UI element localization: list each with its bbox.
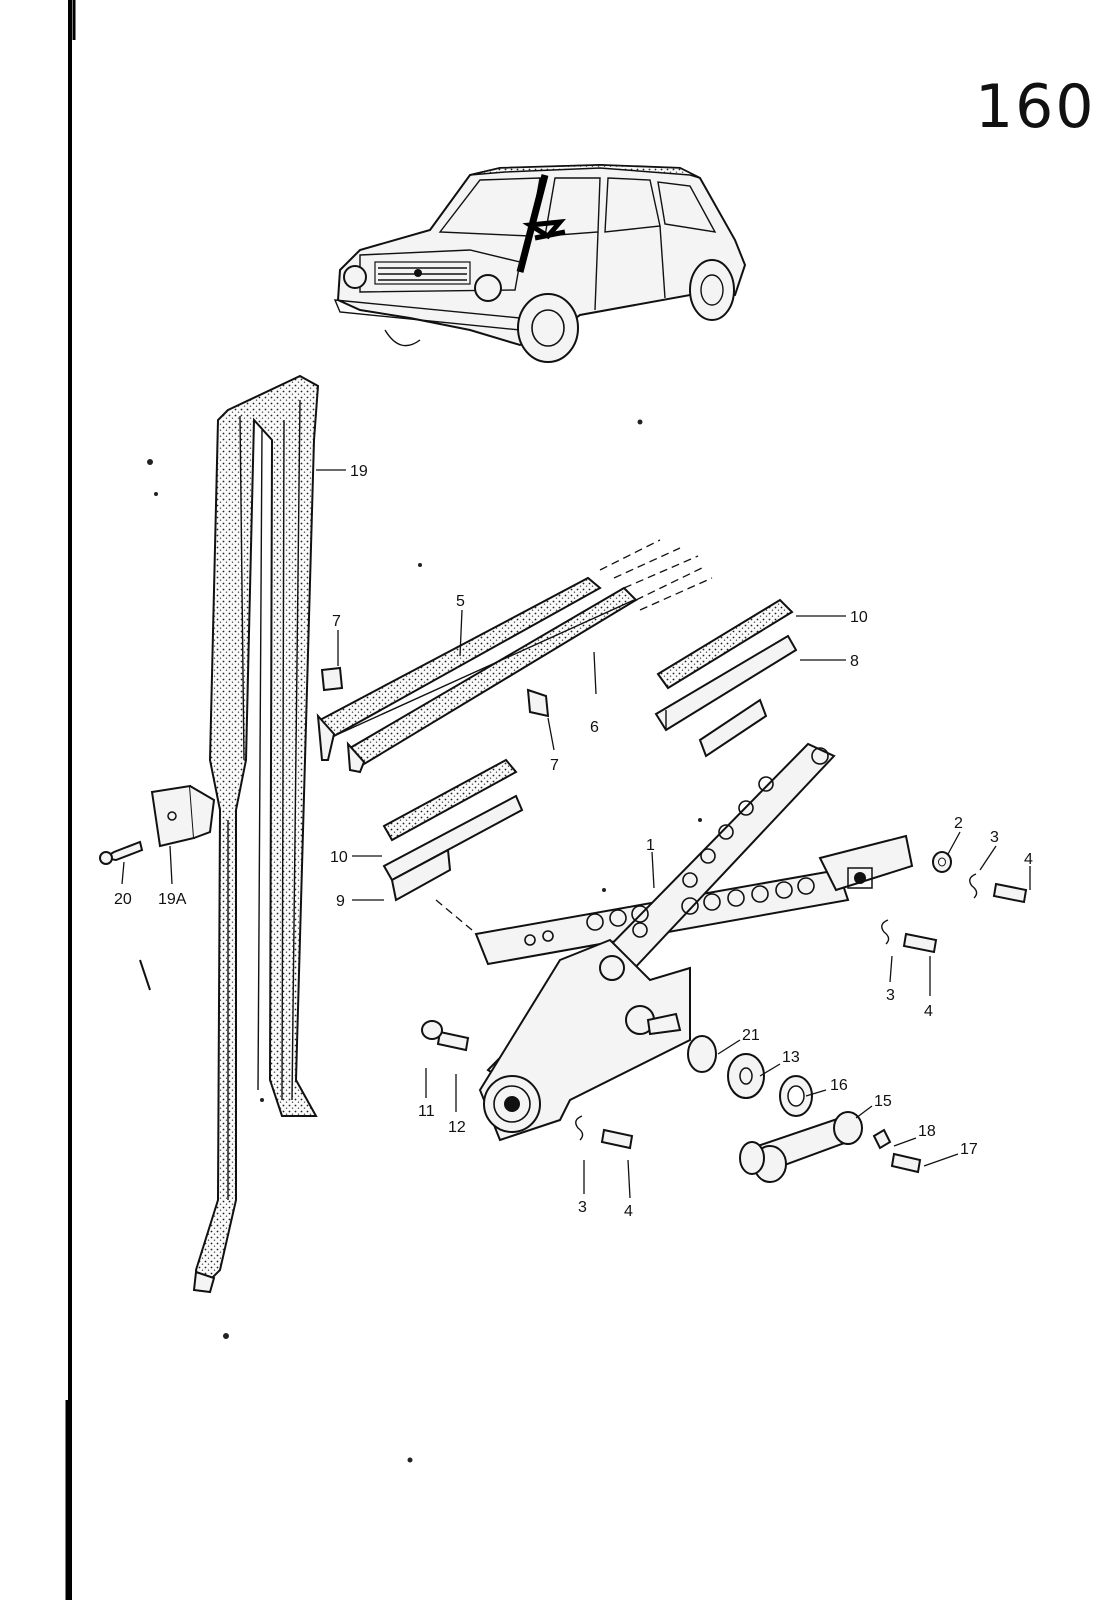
callout-2: 2 (954, 815, 963, 832)
callout-1: 1 (646, 837, 655, 854)
callout-4: 4 (1024, 851, 1033, 868)
callout-6: 6 (590, 719, 599, 736)
callout-19: 19 (350, 463, 368, 480)
callout-8: 8 (850, 653, 859, 670)
callout-10: 10 (330, 849, 348, 866)
callout-4: 4 (624, 1203, 633, 1220)
dashed-extension-lines (599, 539, 713, 611)
clip-part (150, 784, 216, 848)
page-binding-line (65, 0, 76, 1600)
callout-19a: 19A (158, 891, 187, 908)
washer-part (932, 851, 952, 873)
scan-specks (139, 419, 702, 1463)
callout-18: 18 (918, 1123, 936, 1140)
car-illustration (333, 163, 747, 363)
callout-10: 10 (850, 609, 868, 626)
screw-part (99, 840, 144, 865)
callout-leaders (121, 469, 1031, 1199)
callout-16: 16 (830, 1077, 848, 1094)
bolt-part (436, 882, 1028, 1174)
window-crank-handle (739, 1111, 892, 1183)
callout-3: 3 (886, 987, 895, 1004)
regulator-housing (478, 938, 691, 1142)
callout-12: 12 (448, 1119, 466, 1136)
washer-part (421, 1020, 443, 1040)
clip-part (320, 666, 550, 718)
spring-clip (575, 873, 978, 1141)
callout-11: 11 (418, 1103, 435, 1120)
glass-channel (382, 794, 524, 931)
guide-rail (316, 576, 638, 774)
callout-7: 7 (550, 757, 559, 774)
callout-labels: 19 5 7 7 6 10 8 10 9 20 19A 1 2 3 4 3 4 … (114, 463, 1033, 1220)
glass-channel (654, 634, 798, 758)
callout-9: 9 (336, 893, 345, 910)
callout-5: 5 (456, 593, 465, 610)
seal-strip (656, 598, 794, 690)
callout-21: 21 (742, 1027, 760, 1044)
callout-13: 13 (782, 1049, 800, 1066)
callout-17: 17 (960, 1141, 978, 1158)
window-channel-seal (192, 374, 320, 1294)
callout-15: 15 (874, 1093, 892, 1110)
callout-3: 3 (578, 1199, 587, 1216)
callout-20: 20 (114, 891, 132, 908)
drive-pinion (687, 1035, 813, 1117)
callout-7: 7 (332, 613, 341, 630)
seal-strip (382, 758, 518, 842)
page-number: 160 (975, 72, 1096, 142)
callout-3: 3 (990, 829, 999, 846)
callout-4: 4 (924, 1003, 933, 1020)
